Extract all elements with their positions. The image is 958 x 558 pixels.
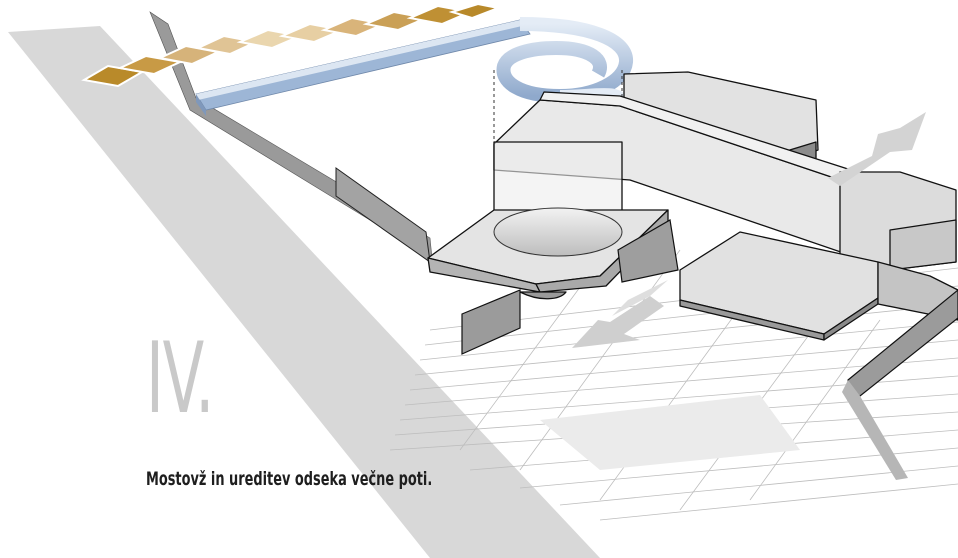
section-numeral: IV.: [146, 322, 214, 436]
left-ramp-wall: [335, 167, 431, 264]
arrow-northeast: [828, 112, 926, 186]
mid-dark-wall: [617, 219, 679, 283]
gold-stepping-path: [81, 2, 502, 88]
blue-bridge: [195, 19, 531, 116]
main-building: [493, 71, 958, 341]
right-retaining-wall: [842, 289, 958, 480]
diagram-caption: Mostovž in ureditev odseka večne poti.: [146, 468, 433, 490]
arrow-southwest: [572, 296, 664, 348]
walkway-ribbon: [8, 26, 600, 558]
grid-shaded-band: [540, 395, 800, 470]
cylinder-base-oval: [493, 207, 623, 257]
direction-arrows: [572, 112, 926, 348]
lower-dark-wall: [461, 289, 521, 355]
